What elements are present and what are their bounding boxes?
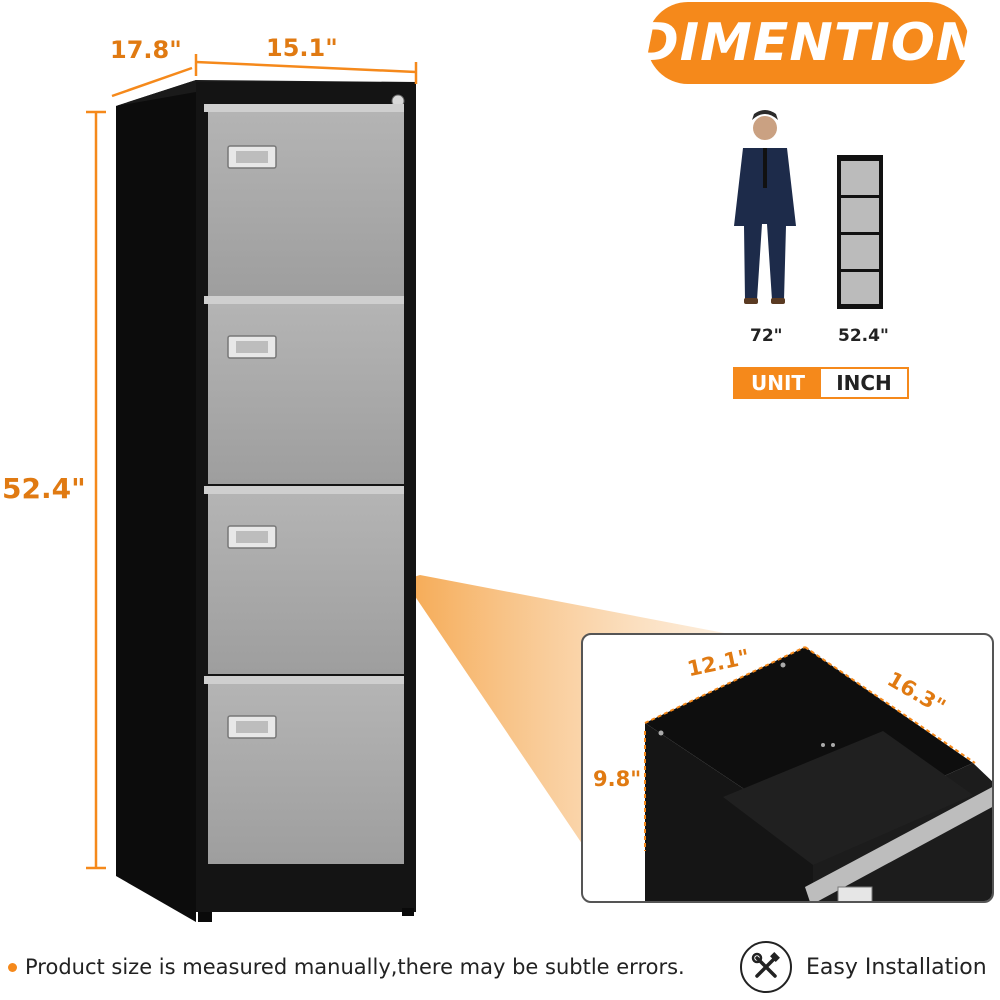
drawer-1	[208, 112, 404, 296]
measurement-disclaimer: Product size is measured manually,there …	[8, 955, 685, 979]
dimension-lines	[86, 54, 418, 870]
cabinet-depth-label: 17.8"	[110, 36, 182, 64]
drawer-4	[208, 684, 404, 864]
disclaimer-text: Product size is measured manually,there …	[25, 955, 685, 979]
unit-value: INCH	[821, 369, 907, 397]
cabinet-height-label: 52.4"	[2, 472, 86, 505]
drawer-detail-panel: 12.1" 16.3" 9.8"	[581, 633, 994, 903]
page-title: DIMENTION	[636, 2, 979, 84]
easy-installation-badge: Easy Installation	[740, 941, 987, 993]
drawer-3	[208, 494, 404, 674]
drawer-2	[208, 304, 404, 484]
cabinet-width-label: 15.1"	[266, 34, 338, 62]
unit-label: UNIT	[735, 369, 821, 397]
wrench-screwdriver-icon	[740, 941, 792, 993]
cabinet-side	[116, 80, 196, 922]
bullet-dot	[8, 962, 17, 972]
unit-indicator: UNIT INCH	[733, 367, 909, 399]
drawer-fronts	[204, 104, 404, 864]
cabinet-thumbnail	[837, 155, 883, 309]
open-drawer-illustration	[644, 646, 992, 901]
person-height-label: 72"	[750, 326, 783, 346]
drawer-height-label: 9.8"	[593, 767, 642, 791]
install-label: Easy Installation	[806, 954, 987, 980]
person-silhouette	[734, 110, 796, 304]
thumbnail-height-label: 52.4"	[838, 326, 889, 346]
